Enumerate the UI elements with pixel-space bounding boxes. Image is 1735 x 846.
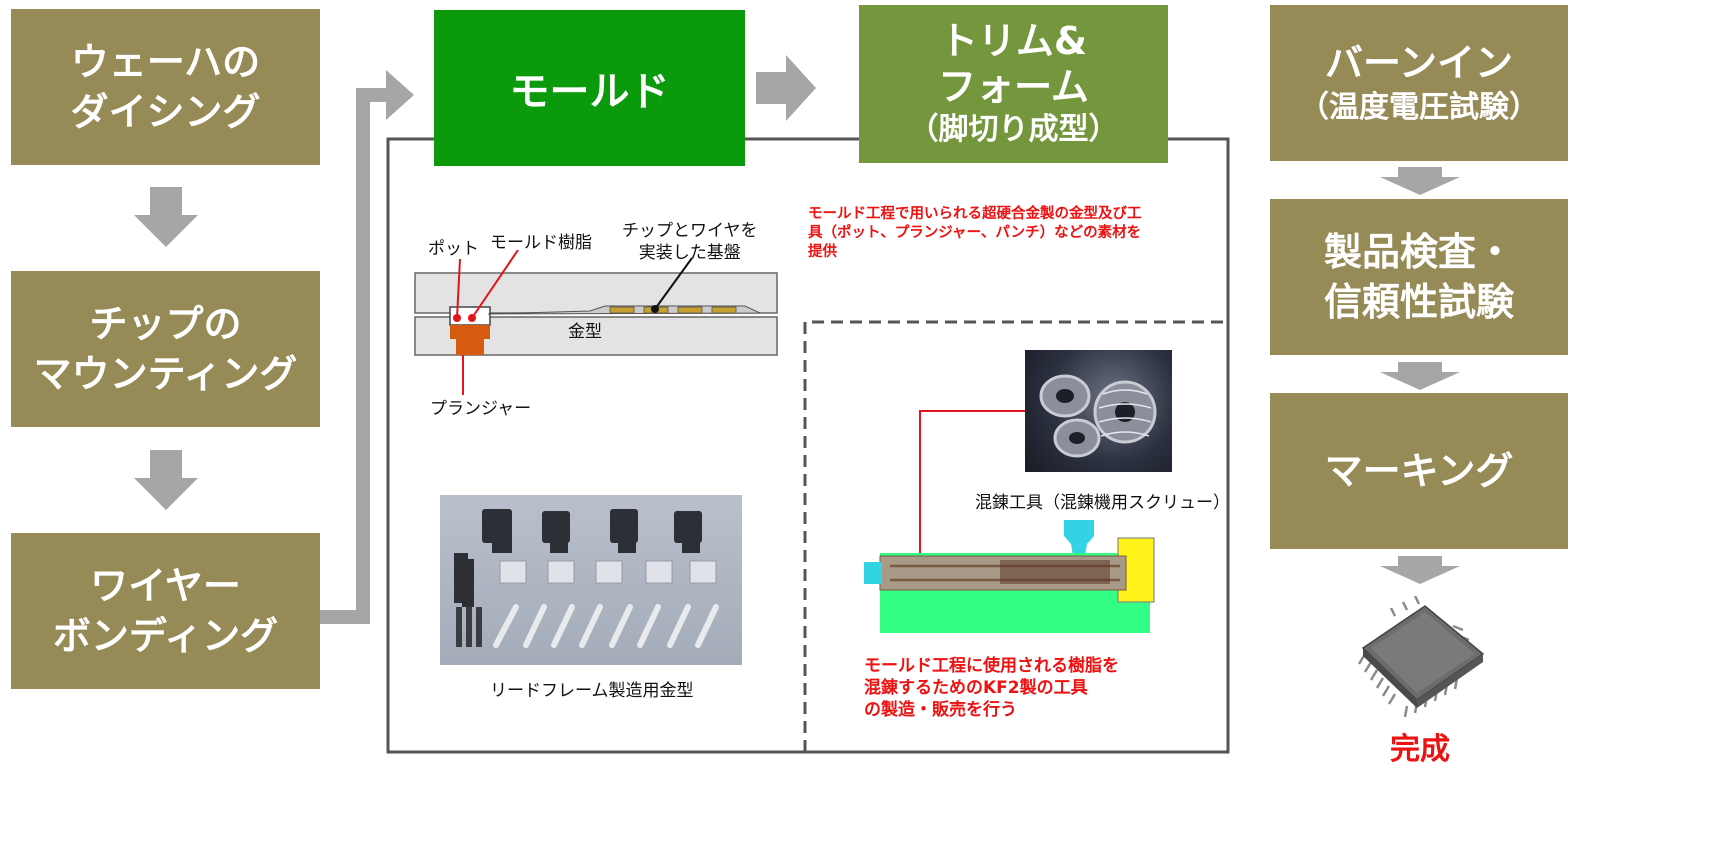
step-trim-form-title: トリム& フォーム xyxy=(938,19,1089,109)
step-marking-label: マーキング xyxy=(1324,449,1514,493)
step-burn-in-title: バーンイン xyxy=(1324,41,1514,85)
step-wire-bonding-label: ワイヤー ボンディング xyxy=(52,564,279,658)
leadframe-caption: リードフレーム製造用金型 xyxy=(490,681,694,701)
label-die: 金型 xyxy=(568,322,602,342)
down-arrow-2 xyxy=(134,450,198,510)
step-wafer-dicing-label: ウェーハの ダイシング xyxy=(70,40,261,134)
step-burn-in: バーンイン （温度電圧試験） xyxy=(1270,5,1568,161)
screw-photo xyxy=(1025,350,1172,472)
step-wafer-dicing: ウェーハの ダイシング xyxy=(11,9,320,165)
step-mold: モールド xyxy=(434,10,745,166)
complete-label: 完成 xyxy=(1390,732,1450,767)
down-arrow-1 xyxy=(134,187,198,247)
label-plunger: プランジャー xyxy=(430,399,532,419)
label-mold-resin: モールド樹脂 xyxy=(490,233,592,253)
label-pot: ポット xyxy=(428,239,479,259)
step-wire-bonding: ワイヤー ボンディング xyxy=(11,533,320,689)
leadframe-photo xyxy=(440,495,742,665)
screw-caption: 混錬工具（混錬機用スクリュー） xyxy=(975,493,1230,513)
supply-note: モールド工程で用いられる超硬合金製の金型及び工 具（ポット、プランジャー、パンチ… xyxy=(808,206,1142,260)
step-mold-label: モールド xyxy=(509,69,670,115)
connector-arrow xyxy=(320,70,414,624)
step-trim-form: トリム& フォーム （脚切り成型） xyxy=(859,5,1168,163)
step-inspection-label: 製品検査・ 信頼性試験 xyxy=(1323,230,1514,324)
step-trim-form-sub: （脚切り成型） xyxy=(908,112,1119,147)
kf2-note: モールド工程に使用される樹脂を 混錬するためのKF2製の工具 の製造・販売を行う xyxy=(864,656,1119,720)
right-arrow xyxy=(756,55,816,121)
step-chip-mounting: チップの マウンティング xyxy=(11,271,320,427)
down-arrow-5 xyxy=(1380,556,1460,584)
step-chip-mounting-label: チップの マウンティング xyxy=(33,302,298,396)
finished-chip-illustration xyxy=(1357,596,1485,718)
step-inspection: 製品検査・ 信頼性試験 xyxy=(1270,199,1568,355)
down-arrow-3 xyxy=(1380,167,1460,195)
step-marking: マーキング xyxy=(1270,393,1568,549)
label-chip-wire-board: チップとワイヤを 実装した基盤 xyxy=(622,221,758,263)
step-burn-in-sub: （温度電圧試験） xyxy=(1299,90,1539,125)
down-arrow-4 xyxy=(1380,362,1460,390)
